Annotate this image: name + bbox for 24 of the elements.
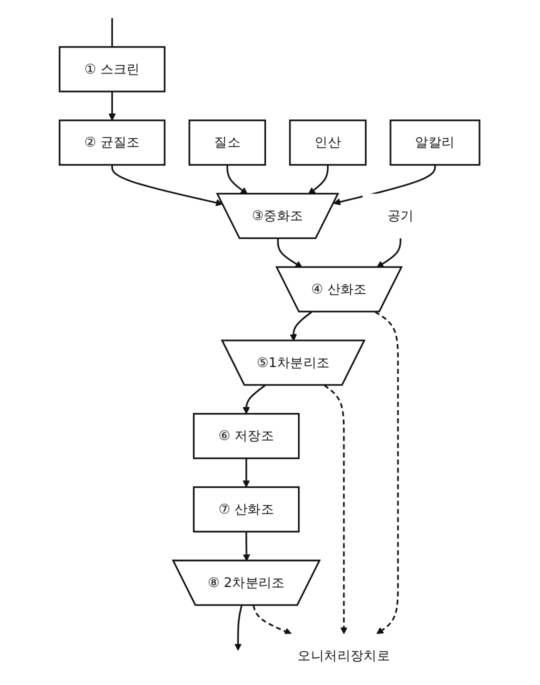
node-text: 오니처리장치로 [298, 648, 390, 664]
arrow [376, 238, 402, 268]
node-box: 알칼리 [390, 120, 481, 166]
arrow [278, 238, 303, 268]
arrow [243, 384, 266, 414]
node-box: 질소 [188, 120, 266, 166]
arrow [112, 164, 224, 206]
arrow [243, 458, 250, 488]
connector [112, 18, 114, 47]
arrow [334, 164, 436, 206]
arrow [290, 311, 313, 342]
arrow [108, 92, 116, 121]
arrow [308, 164, 330, 194]
node-box: ① 스크린 [59, 46, 166, 92]
arrow [243, 532, 251, 562]
node-box: ② 균질조 [59, 120, 166, 166]
arrow [324, 384, 348, 634]
arrow [226, 164, 248, 194]
arrow [234, 605, 243, 651]
node-box: ⑥ 저장조 [193, 412, 300, 460]
arrow [375, 311, 400, 634]
arrow [253, 605, 292, 635]
node-box: 인산 [290, 120, 368, 166]
node-box: ⑦ 산화조 [193, 486, 300, 532]
